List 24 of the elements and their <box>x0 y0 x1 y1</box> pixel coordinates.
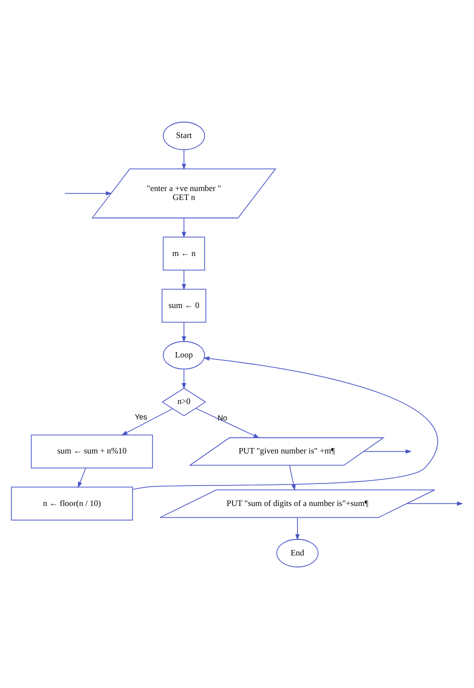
node-diamond: n>0 <box>162 387 206 416</box>
arrow <box>182 368 186 389</box>
edge-label: Yes <box>134 412 148 421</box>
node-box: m ← n <box>162 236 206 270</box>
node-ellipse: End <box>276 538 319 567</box>
node-box: sum ← sum + n%10 <box>30 434 153 468</box>
arrow <box>182 322 186 342</box>
arrow <box>182 149 186 170</box>
arrow <box>78 467 86 488</box>
node-box: sum ← 0 <box>162 288 206 322</box>
node-box: n ← floor(n / 10) <box>10 486 133 520</box>
arrow <box>295 516 300 540</box>
edge-label: No <box>217 413 228 422</box>
arrow <box>121 408 174 435</box>
arrow <box>364 448 412 454</box>
node-ellipse: Loop <box>162 340 206 369</box>
arrow <box>182 269 186 290</box>
arrow <box>289 464 296 490</box>
arrow <box>182 217 186 238</box>
arrow <box>195 407 260 438</box>
node-ellipse: Start <box>162 121 206 150</box>
arrow <box>406 501 464 506</box>
arrow <box>64 190 112 196</box>
arrow <box>132 356 438 490</box>
